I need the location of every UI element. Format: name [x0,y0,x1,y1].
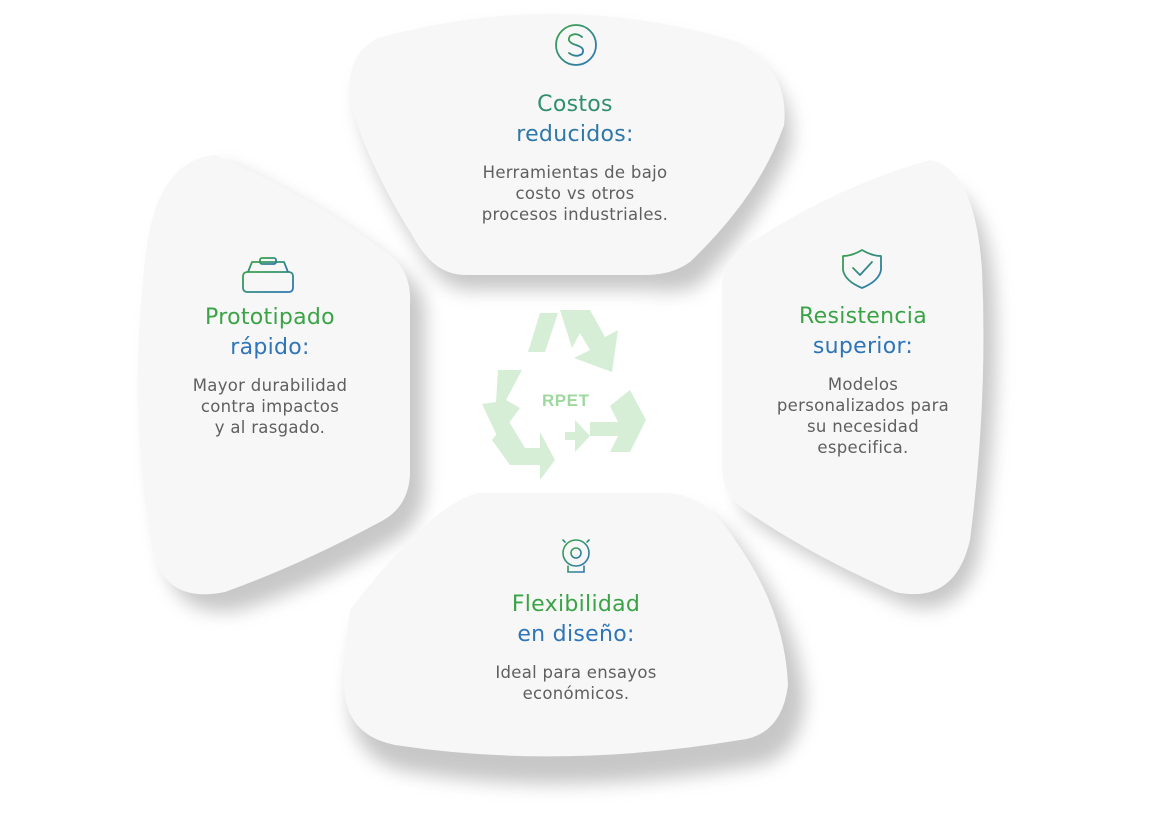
card-flexibilidad-shape [344,493,788,757]
card-flexibilidad-title: Flexibilidad en diseño: [511,592,641,647]
card-resistencia-shape [722,160,984,595]
card-costos-shape [349,13,785,275]
card-prototipado: Prototipado rápido: Mayor durabilidad co… [145,303,395,438]
dollar-coin-icon [555,24,597,66]
card-resistencia: Resistencia superior: Modelos personaliz… [738,302,988,458]
hub-label: RPET [542,391,590,410]
card-costos: Costos reducidos: Herramientas de bajo c… [445,90,705,225]
lightbulb-gear-icon [557,532,595,579]
recycle-icon [482,310,646,480]
card-flexibilidad-description: Ideal para ensayos económicos. [495,663,657,703]
card-prototipado-description: Mayor durabilidad contra impactos y al r… [192,376,348,437]
card-costos-description: Herramientas de bajo costo vs otros proc… [481,163,669,224]
card-resistencia-description: Modelos personalizados para su necesidad… [776,375,950,457]
card-flexibilidad: Flexibilidad en diseño: Ideal para ensay… [446,590,706,704]
card-costos-title: Costos reducidos: [516,92,634,147]
card-prototipado-shape [137,155,411,595]
container-box-icon [242,257,294,293]
card-resistencia-title: Resistencia superior: [799,304,927,359]
shield-check-icon [842,249,882,289]
card-prototipado-title: Prototipado rápido: [205,305,335,360]
